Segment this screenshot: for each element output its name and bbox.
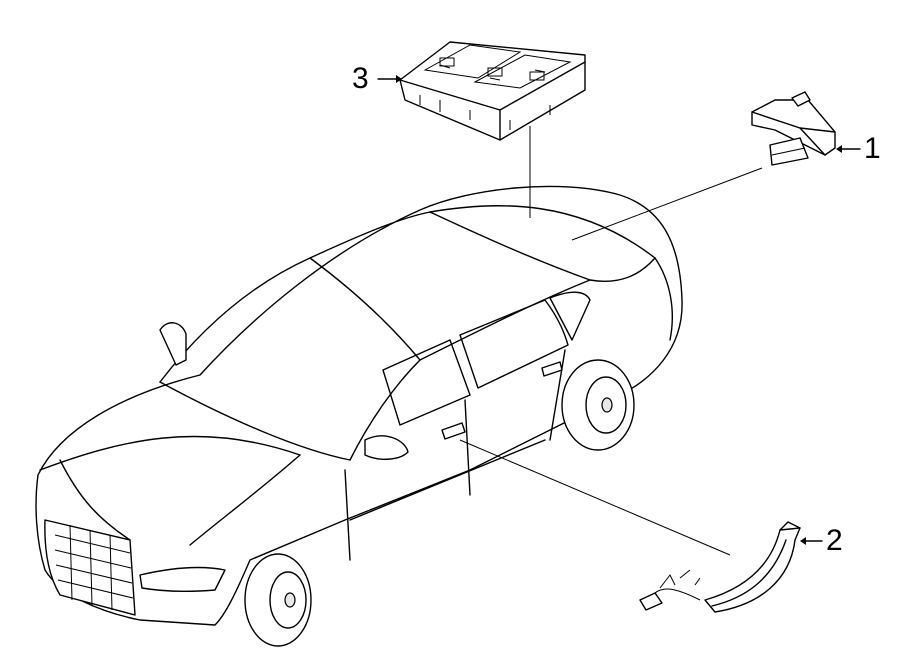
callout-label-3: 3 [352, 62, 369, 95]
control-module-part [399, 41, 586, 141]
leader-line-2 [459, 439, 731, 556]
car-illustration [35, 185, 683, 647]
arrowhead-3 [396, 75, 402, 83]
antenna-strip-part [639, 521, 801, 613]
leader-lines [459, 126, 763, 556]
callout-label-1: 1 [864, 132, 881, 165]
leader-line-1 [571, 167, 763, 241]
arrowhead-2 [800, 537, 806, 545]
arrowhead-1 [836, 145, 842, 153]
sensor-part [751, 91, 836, 166]
callout-arrows [377, 75, 861, 545]
callout-label-2: 2 [826, 524, 843, 557]
